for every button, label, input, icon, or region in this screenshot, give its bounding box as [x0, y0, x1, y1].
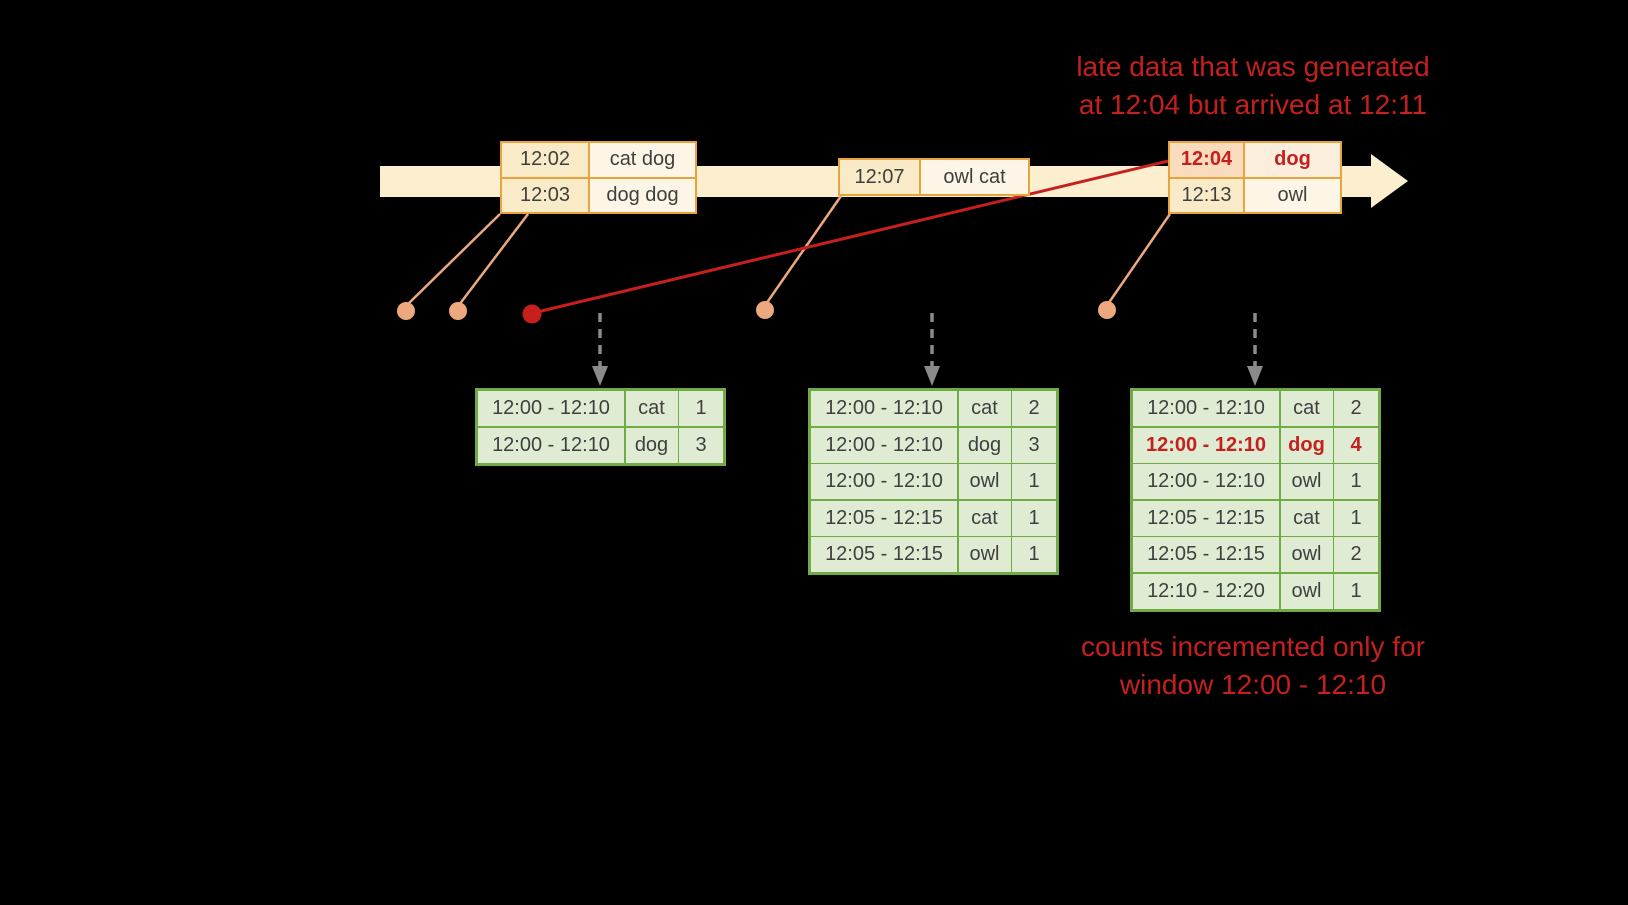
count-cell: 3 — [1012, 427, 1056, 463]
word-cell: cat — [958, 500, 1011, 536]
result-table-2: 12:00 - 12:10 cat 2 12:00 - 12:10 dog 3 … — [808, 388, 1059, 575]
counts-annotation: counts incremented only for window 12:00… — [1003, 628, 1503, 704]
late-event-dot — [522, 304, 542, 324]
event-words: owl cat — [921, 160, 1028, 194]
event-time: 12:02 — [502, 143, 588, 177]
event-words: dog dog — [590, 178, 695, 212]
word-cell: cat — [958, 391, 1011, 426]
count-cell: 1 — [1012, 500, 1056, 536]
event-dot — [397, 302, 415, 320]
annotation-line: window 12:00 - 12:10 — [1119, 669, 1387, 700]
window-cell: 12:00 - 12:10 — [1133, 427, 1279, 463]
count-cell: 1 — [679, 391, 723, 426]
word-cell: owl — [958, 464, 1011, 499]
window-cell: 12:00 - 12:10 — [1133, 391, 1279, 426]
count-cell: 2 — [1012, 391, 1056, 426]
count-cell: 1 — [1012, 537, 1056, 572]
event-box-1: 12:02 cat dog 12:03 dog dog — [500, 141, 697, 214]
window-cell: 12:05 - 12:15 — [1133, 500, 1279, 536]
trigger-arrowhead-icon — [1247, 366, 1263, 386]
word-cell: dog — [1280, 427, 1333, 463]
count-cell: 4 — [1334, 427, 1378, 463]
annotation-line: counts incremented only for — [1081, 631, 1425, 662]
event-connector-line — [764, 195, 843, 305]
event-words: cat dog — [590, 143, 695, 177]
window-cell: 12:00 - 12:10 — [478, 427, 624, 463]
event-time: 12:13 — [1170, 178, 1243, 212]
event-time: 12:03 — [502, 178, 588, 212]
word-cell: owl — [1280, 573, 1333, 609]
count-cell: 2 — [1334, 537, 1378, 572]
annotation-line: at 12:04 but arrived at 12:11 — [1078, 89, 1428, 120]
word-cell: cat — [1280, 500, 1333, 536]
trigger-arrowhead-icon — [592, 366, 608, 386]
count-cell: 2 — [1334, 391, 1378, 426]
window-cell: 12:00 - 12:10 — [478, 391, 624, 426]
word-cell: dog — [958, 427, 1011, 463]
word-cell: owl — [958, 537, 1011, 572]
window-cell: 12:05 - 12:15 — [811, 537, 957, 572]
count-cell: 3 — [679, 427, 723, 463]
timeline-arrowhead-icon — [1371, 154, 1408, 208]
count-cell: 1 — [1012, 464, 1056, 499]
annotation-line: late data that was generated — [1076, 51, 1430, 82]
window-cell: 12:00 - 12:10 — [1133, 464, 1279, 499]
word-cell: cat — [625, 391, 678, 426]
count-cell: 1 — [1334, 573, 1378, 609]
word-cell: owl — [1280, 537, 1333, 572]
late-data-annotation: late data that was generated at 12:04 bu… — [1003, 48, 1503, 124]
word-cell: dog — [625, 427, 678, 463]
count-cell: 1 — [1334, 464, 1378, 499]
event-words: dog — [1245, 143, 1340, 177]
trigger-arrowhead-icon — [924, 366, 940, 386]
event-time: 12:07 — [840, 160, 919, 194]
window-cell: 12:00 - 12:10 — [811, 427, 957, 463]
event-box-3: 12:04 dog 12:13 owl — [1168, 141, 1342, 214]
event-words: owl — [1245, 178, 1340, 212]
result-table-1: 12:00 - 12:10 cat 1 12:00 - 12:10 dog 3 — [475, 388, 726, 466]
window-cell: 12:00 - 12:10 — [811, 464, 957, 499]
event-box-2: 12:07 owl cat — [838, 158, 1030, 196]
event-dot — [1098, 301, 1116, 319]
event-connector-line — [1106, 213, 1172, 305]
late-data-line — [532, 159, 1169, 315]
window-cell: 12:05 - 12:15 — [811, 500, 957, 536]
count-cell: 1 — [1334, 500, 1378, 536]
word-cell: cat — [1280, 391, 1333, 426]
window-cell: 12:10 - 12:20 — [1133, 573, 1279, 609]
event-connector-line — [458, 213, 529, 306]
result-table-3: 12:00 - 12:10 cat 2 12:00 - 12:10 dog 4 … — [1130, 388, 1381, 612]
event-connector-line — [406, 213, 501, 306]
event-time: 12:04 — [1170, 143, 1243, 177]
window-cell: 12:05 - 12:15 — [1133, 537, 1279, 572]
event-dot — [449, 302, 467, 320]
word-cell: owl — [1280, 464, 1333, 499]
window-cell: 12:00 - 12:10 — [811, 391, 957, 426]
event-dot — [756, 301, 774, 319]
